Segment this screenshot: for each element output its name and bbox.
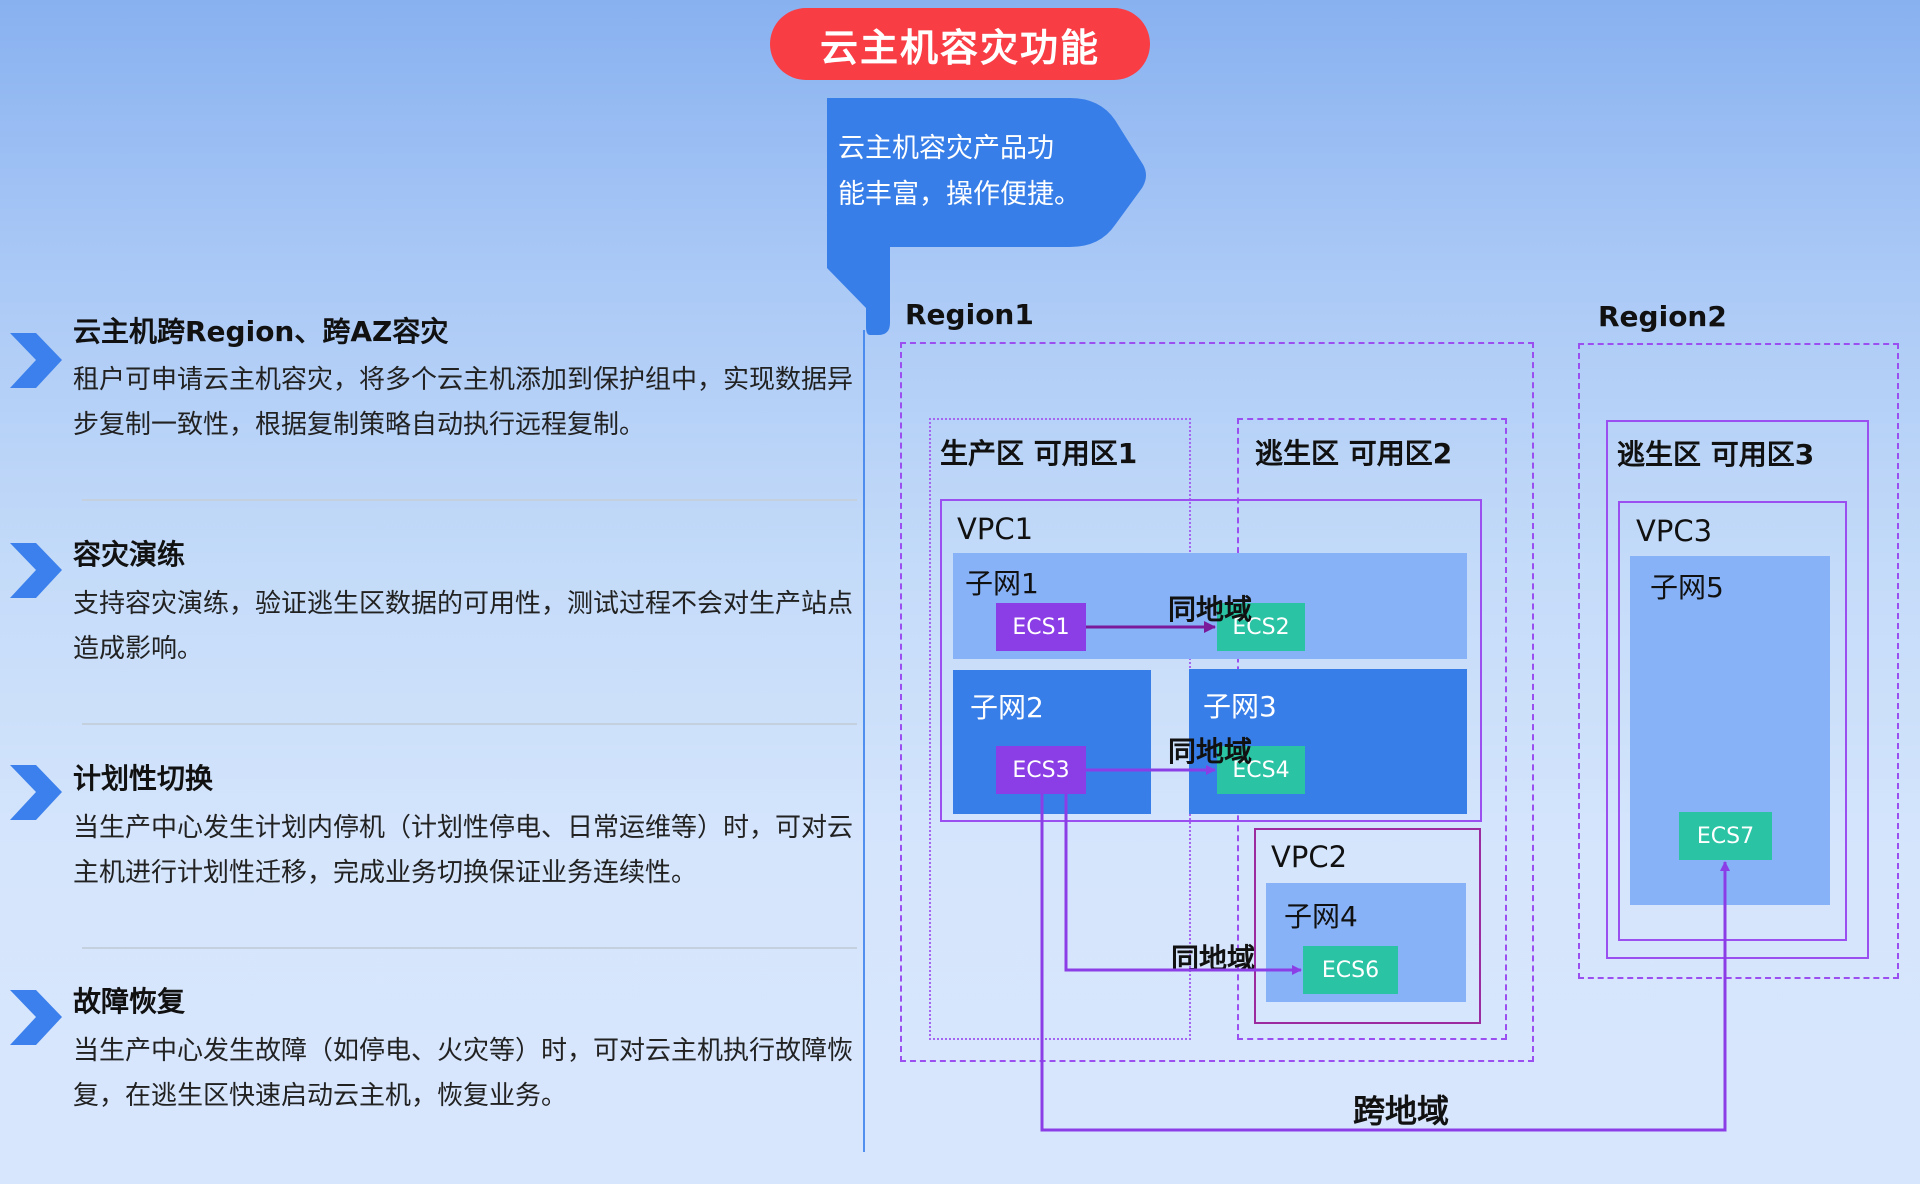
callout-bubble (827, 98, 1146, 335)
region2-label: Region2 (1598, 300, 1727, 333)
ecs4-node[interactable]: ECS4 (1217, 746, 1305, 794)
chevron-right-icon (10, 990, 62, 1045)
feature-title-drill: 容灾演练 (73, 538, 186, 571)
subnet1-label: 子网1 (965, 567, 1039, 600)
chevron-right-icon (10, 333, 62, 388)
az2-label: 逃生区 可用区2 (1255, 437, 1453, 470)
feature-desc-planned-switch: 当生产中心发生计划内停机（计划性停电、日常运维等）时，可对云主机进行计划性迁移，… (73, 813, 854, 888)
divider (82, 499, 857, 501)
region1-label: Region1 (905, 298, 1034, 331)
feature-title-planned-switch: 计划性切换 (73, 762, 214, 795)
subnet3-label: 子网3 (1203, 690, 1277, 723)
feature-title-cross-region: 云主机跨Region、跨AZ容灾 (73, 315, 449, 348)
chevron-right-icon (10, 765, 62, 820)
chevron-right-icon (10, 543, 62, 598)
link-label-cross-region: 跨地域 (1353, 1092, 1450, 1130)
vpc2-label: VPC2 (1271, 840, 1348, 874)
link-label-ecs3-ecs6: 同地域 (1171, 942, 1256, 975)
ecs6-node[interactable]: ECS6 (1303, 946, 1398, 994)
az1-label: 生产区 可用区1 (940, 437, 1138, 470)
feature-desc-failure-recovery: 当生产中心发生故障（如停电、火灾等）时，可对云主机执行故障恢复，在逃生区快速启动… (73, 1036, 854, 1111)
ecs3-node[interactable]: ECS3 (996, 746, 1086, 794)
divider (82, 723, 857, 725)
link-label-ecs3-ecs4: 同地域 (1168, 735, 1253, 768)
callout-line-2: 能丰富，操作便捷。 (838, 179, 1081, 210)
ecs1-node[interactable]: ECS1 (996, 603, 1086, 651)
subnet4-label: 子网4 (1284, 900, 1358, 933)
page-title: 云主机容灾功能 (770, 8, 1150, 80)
divider (82, 947, 857, 949)
ecs2-node[interactable]: ECS2 (1217, 603, 1305, 651)
feature-desc-drill: 支持容灾演练，验证逃生区数据的可用性，测试过程不会对生产站点造成影响。 (73, 589, 854, 664)
subnet2-label: 子网2 (970, 691, 1044, 724)
region2-box (1578, 343, 1899, 979)
feature-desc-cross-region: 租户可申请云主机容灾，将多个云主机添加到保护组中，实现数据异步复制一致性，根据复… (73, 365, 854, 440)
az3-label: 逃生区 可用区3 (1617, 438, 1815, 471)
vpc3-box (1618, 501, 1847, 941)
subnet5-label: 子网5 (1650, 571, 1724, 604)
vpc1-label: VPC1 (957, 512, 1034, 546)
az3-box (1606, 420, 1869, 959)
vpc3-label: VPC3 (1636, 514, 1713, 548)
callout-line-1: 云主机容灾产品功 (838, 133, 1054, 164)
feature-title-failure-recovery: 故障恢复 (73, 985, 186, 1018)
callout-text: 云主机容灾产品功 能丰富，操作便捷。 (838, 126, 1098, 218)
timeline-divider (863, 330, 865, 1152)
ecs7-node[interactable]: ECS7 (1679, 812, 1772, 860)
link-label-ecs1-ecs2: 同地域 (1168, 593, 1253, 626)
